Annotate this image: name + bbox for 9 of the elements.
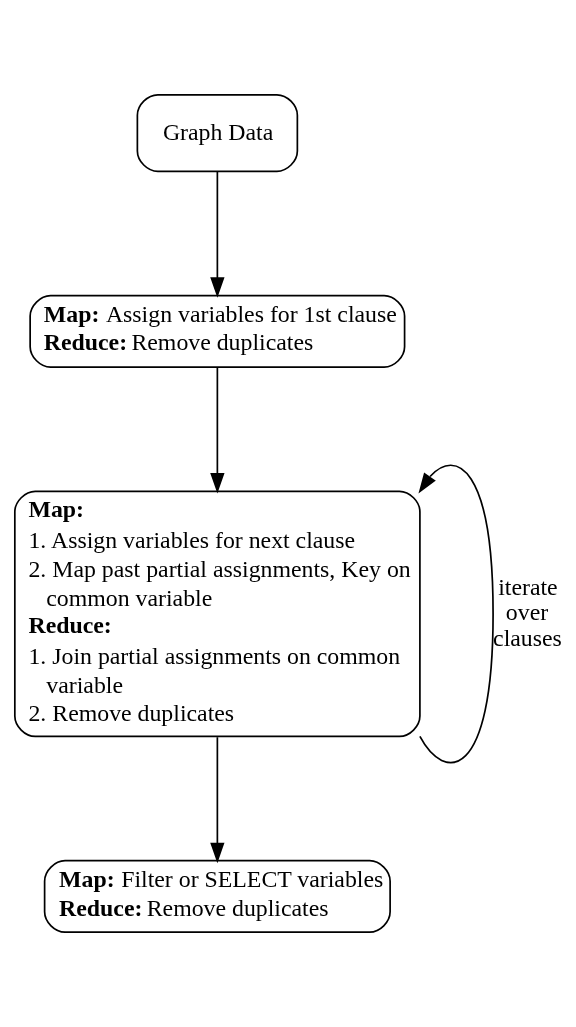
- node-box: Map: 1. Assign variables for next clause 2. Map past partial assignments, Key on common variable Reduce: 1. Join partial assignments on common variable 2. Remove duplicates: [14, 490, 421, 738]
- arrow: [210, 366, 225, 494]
- edge-label: iterate over clauses: [493, 573, 562, 651]
- node-box: Graph Data: [136, 93, 299, 173]
- arrow: [418, 464, 494, 764]
- arrow: [210, 170, 225, 298]
- node-box: Map: Assign variables for 1st clause Reduce: Remove duplicates: [29, 294, 406, 368]
- node-box: Map: Filter or SELECT variables Reduce: Remove duplicates: [43, 859, 391, 934]
- arrow: [210, 736, 225, 864]
